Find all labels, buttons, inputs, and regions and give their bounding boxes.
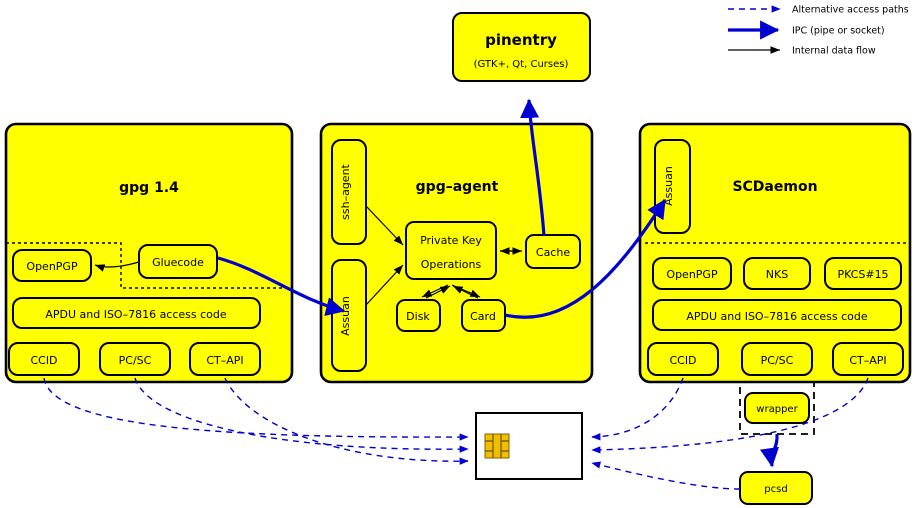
gpg-agent-pko-line2: Operations <box>421 258 482 271</box>
pinentry-title: pinentry <box>485 31 557 49</box>
gpg14-ctapi-box[interactable] <box>189 342 261 376</box>
gpg14-openpgp-box[interactable] <box>12 249 92 282</box>
gpg14-apdu-box[interactable] <box>12 297 261 329</box>
smartcard-chip-icon <box>484 433 510 459</box>
gpg-agent-assuan-label: Assuan <box>339 296 352 336</box>
legend-item-flow: Internal data flow <box>728 46 876 57</box>
gpg-agent-ssh-agent-label: ssh–agent <box>339 163 352 219</box>
scdaemon-pkcs15-box[interactable] <box>824 257 902 290</box>
wrapper-node[interactable]: wrapper <box>739 381 815 435</box>
scdaemon-nks-box[interactable] <box>743 257 811 290</box>
ipc-card-to-scdaemon-assuan <box>504 198 667 319</box>
alt-scd-ctapi-to-card <box>591 377 869 454</box>
legend-label-alt: Alternative access paths <box>792 5 909 16</box>
gpg-agent-cache-box[interactable] <box>525 234 581 269</box>
pinentry-subtitle: (GTK+, Qt, Curses) <box>474 59 569 70</box>
gpg-agent-disk-label: Disk <box>406 310 430 323</box>
gpg-agent-private-key-ops-box[interactable] <box>405 221 497 280</box>
scdaemon-apdu-box[interactable] <box>652 299 902 331</box>
gpg-agent-cache-label: Cache <box>536 246 570 259</box>
scdaemon-pcsc-label: PC/SC <box>761 354 794 367</box>
gpg14-ctapi-label: CT–API <box>206 354 243 367</box>
block-scdaemon: SCDaemon Assuan OpenPGP NKS PKCS#15 APDU… <box>638 122 912 384</box>
block-gpg-agent: gpg–agent ssh–agent Assuan Private Key O… <box>319 122 594 384</box>
gpg14-gluecode-box[interactable] <box>138 244 218 279</box>
gpg14-pcsc-box[interactable] <box>99 342 171 376</box>
gpg14-ccid-box[interactable] <box>8 342 80 376</box>
alt-gpg-ctapi-to-card <box>224 377 469 465</box>
block-gpg14: gpg 1.4 OpenPGP Gluecode APDU and ISO–78… <box>4 122 294 384</box>
arrow-assuan-to-pko <box>365 264 404 306</box>
ipc-gluecode-to-gpgagent-assuan <box>217 256 346 316</box>
pcsd-box[interactable] <box>739 471 813 505</box>
ipc-cache-to-pinentry <box>520 98 546 237</box>
scdaemon-apdu-label: APDU and ISO–7816 access code <box>686 310 868 323</box>
gpg-agent-title: gpg–agent <box>416 179 499 195</box>
arrow-disk-to-pko <box>425 285 451 299</box>
legend-item-alt: Alternative access paths <box>728 5 909 16</box>
pinentry-box[interactable] <box>452 12 591 82</box>
scdaemon-ccid-label: CCID <box>669 354 696 367</box>
scdaemon-pkcs15-label: PKCS#15 <box>837 268 888 281</box>
legend: Alternative access paths IPC (pipe or so… <box>728 5 909 57</box>
pcsd-node[interactable]: pcsd <box>739 471 813 505</box>
scdaemon-nks-label: NKS <box>766 268 788 281</box>
arrow-gluecode-to-openpgp <box>94 261 140 272</box>
legend-label-ipc: IPC (pipe or socket) <box>792 26 885 37</box>
gpg14-apdu-label: APDU and ISO–7816 access code <box>45 308 227 321</box>
smartcard-node[interactable] <box>475 412 583 480</box>
pcsd-label: pcsd <box>764 484 787 495</box>
alt-gpg-pcsc-to-card <box>134 377 469 453</box>
wrapper-label: wrapper <box>756 404 798 415</box>
alt-pcsd-to-card <box>591 461 741 490</box>
scdaemon-pcsc-box[interactable] <box>741 342 813 376</box>
gpg14-openpgp-label: OpenPGP <box>26 260 78 273</box>
scdaemon-ccid-box[interactable] <box>647 342 719 376</box>
wrapper-box[interactable] <box>744 392 810 424</box>
pinentry-node[interactable]: pinentry (GTK+, Qt, Curses) <box>452 12 591 82</box>
scdaemon-ctapi-box[interactable] <box>832 342 904 376</box>
arrow-ssh-agent-to-pko <box>365 205 404 246</box>
gpg-agent-pko-line1: Private Key <box>420 234 482 247</box>
gpg-agent-ssh-agent-box[interactable] <box>331 139 367 245</box>
scdaemon-title: SCDaemon <box>732 179 817 195</box>
alt-scd-ccid-to-card <box>591 377 684 441</box>
gpg14-pcsc-label: PC/SC <box>119 354 152 367</box>
alt-gpg-ccid-to-card <box>43 377 469 441</box>
scdaemon-openpgp-label: OpenPGP <box>666 268 718 281</box>
scdaemon-ctapi-label: CT–API <box>849 354 886 367</box>
scdaemon-assuan-label: Assuan <box>662 166 675 206</box>
gpg-agent-disk-box[interactable] <box>396 299 441 332</box>
gpg-agent-card-label: Card <box>470 310 496 323</box>
gpg14-gluecode-label: Gluecode <box>152 256 204 269</box>
ipc-wrapper-to-pcsd <box>759 433 779 468</box>
gpg14-title: gpg 1.4 <box>119 180 179 196</box>
gpg14-ccid-label: CCID <box>30 354 57 367</box>
legend-item-ipc: IPC (pipe or socket) <box>728 20 885 40</box>
legend-label-flow: Internal data flow <box>792 46 876 57</box>
scdaemon-openpgp-box[interactable] <box>652 257 732 290</box>
arrow-card-to-pko <box>452 285 479 299</box>
